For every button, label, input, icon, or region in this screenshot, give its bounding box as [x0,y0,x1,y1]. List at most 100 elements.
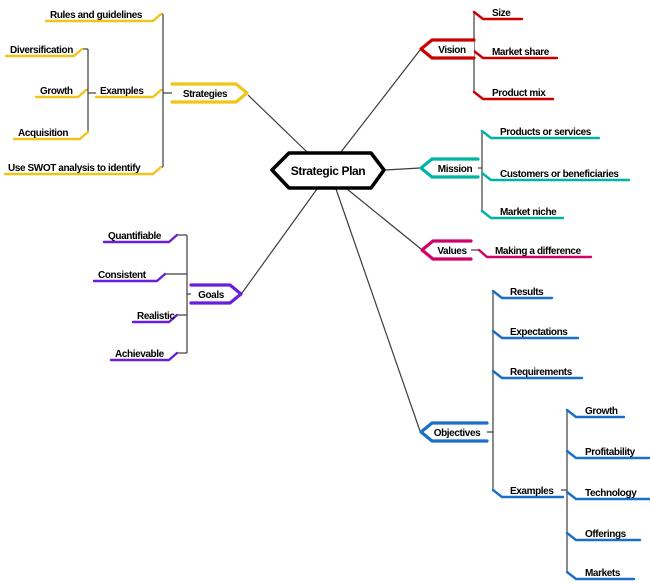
strategies-chevron-shape [170,82,249,104]
node-vision[interactable]: Vision [419,38,476,60]
node-goals-label[interactable]: Goals [198,290,225,301]
node-examples-strategies[interactable]: Examples [94,86,163,99]
topic-underline [44,12,163,23]
node-swot[interactable]: Use SWOT analysis to identify [3,163,163,176]
node-mission[interactable]: Mission [419,157,480,179]
node-market-share[interactable]: Market share [472,47,559,60]
node-strategic-plan[interactable]: Strategic Plan [270,151,386,190]
node-achievable[interactable]: Achievable [109,349,179,362]
node-examples-strategies-label[interactable]: Examples [100,86,145,97]
topic-underline [491,488,565,499]
topic-underline [491,369,584,380]
node-acquisition-label[interactable]: Acquisition [18,128,69,139]
goals-chevron-shape [189,283,243,305]
node-expectations-label[interactable]: Expectations [510,327,569,338]
connector-line-strategies [247,94,308,153]
topic-underline [3,165,163,176]
connector-line-mission [384,167,421,171]
node-growth-strategies[interactable]: Growth [34,86,88,99]
node-realistic-label[interactable]: Realistic [137,311,176,322]
node-values-label[interactable]: Values [437,246,468,257]
strategic-plan-hexagon-shape [270,151,386,190]
node-results[interactable]: Results [491,287,554,300]
node-size[interactable]: Size [472,8,524,21]
center-connectors [241,49,422,432]
node-products-services[interactable]: Products or services [480,127,601,140]
topic-underline [491,289,554,300]
node-growth-objectives[interactable]: Growth [565,406,626,419]
node-values[interactable]: Values [420,239,473,261]
node-expectations[interactable]: Expectations [491,327,580,340]
node-products-services-label[interactable]: Products or services [500,127,592,138]
node-results-label[interactable]: Results [510,287,545,298]
topic-underline [565,490,650,501]
topic-underline [480,129,601,140]
node-strategies[interactable]: Strategies [170,82,249,104]
topic-underline [480,171,631,182]
node-consistent[interactable]: Consistent [92,270,167,283]
node-vision-label[interactable]: Vision [438,45,466,56]
topic-underline [472,10,524,21]
topic-underline [477,248,593,259]
node-quantifiable-label[interactable]: Quantifiable [108,231,162,242]
topic-underline [565,570,636,581]
node-market-niche-label[interactable]: Market niche [500,207,558,218]
node-customers-beneficiaries-label[interactable]: Customers or beneficiaries [500,169,620,180]
node-strategic-plan-label[interactable]: Strategic Plan [291,164,366,178]
node-growth-strategies-label[interactable]: Growth [40,86,73,97]
connector-line-vision [340,49,421,153]
topic-underline [472,49,559,60]
topic-underline [102,233,179,244]
node-diversification-label[interactable]: Diversification [10,45,74,56]
connector-line-goals [241,188,318,294]
node-markets-label[interactable]: Markets [585,568,621,579]
node-acquisition[interactable]: Acquisition [12,128,90,141]
vision-chevron-shape [419,38,476,60]
node-rules-guidelines-label[interactable]: Rules and guidelines [50,10,143,21]
node-examples-objectives-label[interactable]: Examples [510,486,555,497]
node-offerings[interactable]: Offerings [565,529,642,542]
connector-line-objectives [335,188,421,432]
node-market-niche[interactable]: Market niche [480,207,565,220]
node-technology[interactable]: Technology [565,488,650,501]
node-quantifiable[interactable]: Quantifiable [102,231,179,244]
node-mission-label[interactable]: Mission [438,164,473,175]
topic-underline [109,351,179,362]
node-growth-objectives-label[interactable]: Growth [585,406,618,417]
node-markets[interactable]: Markets [565,568,636,581]
node-achievable-label[interactable]: Achievable [115,349,165,360]
topic-underline [94,88,163,99]
node-rules-guidelines[interactable]: Rules and guidelines [44,10,163,23]
node-requirements[interactable]: Requirements [491,367,584,380]
node-product-mix-label[interactable]: Product mix [492,88,547,99]
topic-underline [4,47,84,58]
node-offerings-label[interactable]: Offerings [585,529,627,540]
node-profitability-label[interactable]: Profitability [585,447,636,458]
node-strategies-label[interactable]: Strategies [183,89,229,100]
node-profitability[interactable]: Profitability [565,447,650,460]
node-size-label[interactable]: Size [492,8,512,19]
node-making-difference-label[interactable]: Making a difference [495,246,582,257]
node-diversification[interactable]: Diversification [4,45,84,58]
node-objectives-label[interactable]: Objectives [434,428,482,439]
node-consistent-label[interactable]: Consistent [98,270,147,281]
topic-underline [472,90,555,101]
topic-underline [131,313,179,324]
topic-underline [34,88,88,99]
node-customers-beneficiaries[interactable]: Customers or beneficiaries [480,169,631,182]
node-swot-label[interactable]: Use SWOT analysis to identify [8,163,142,174]
topic-underline [92,272,167,283]
node-technology-label[interactable]: Technology [585,488,638,499]
node-requirements-label[interactable]: Requirements [510,367,573,378]
topic-underline [491,329,580,340]
node-examples-objectives[interactable]: Examples [491,486,565,499]
values-chevron-shape [420,239,473,261]
node-goals[interactable]: Goals [189,283,243,305]
node-product-mix[interactable]: Product mix [472,88,555,101]
node-objectives[interactable]: Objectives [419,421,489,443]
topic-underline [565,449,650,460]
node-making-difference[interactable]: Making a difference [477,246,593,259]
node-realistic[interactable]: Realistic [131,311,179,324]
node-market-share-label[interactable]: Market share [492,47,550,58]
